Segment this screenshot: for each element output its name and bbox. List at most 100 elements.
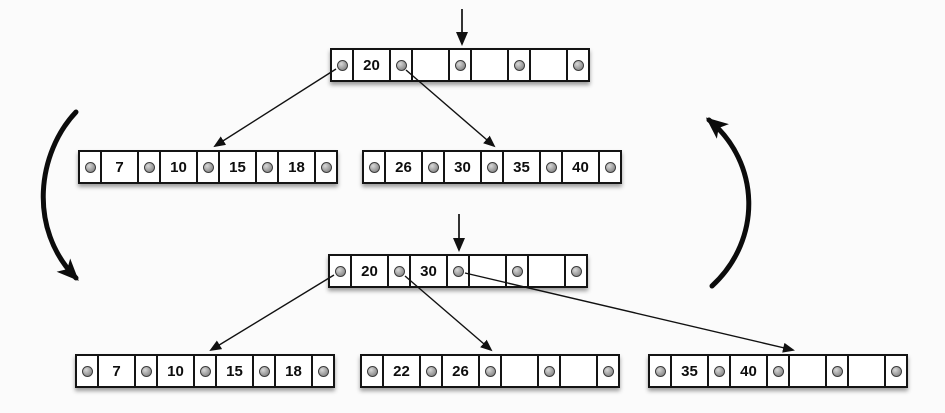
pointer-dot-icon xyxy=(543,365,555,377)
pointer-cell xyxy=(330,256,350,286)
pointer-cell xyxy=(566,50,588,80)
key-cell: 35 xyxy=(670,356,707,386)
key-cell: 30 xyxy=(443,152,480,182)
pointer-cell xyxy=(80,152,100,182)
pointer-cell xyxy=(137,152,159,182)
pointer-dot-icon xyxy=(602,365,614,377)
pointer-dot-icon xyxy=(570,265,582,277)
pointer-cell xyxy=(537,356,559,386)
pointer-dot-icon xyxy=(320,161,332,173)
pointer-dot-icon xyxy=(545,161,557,173)
pointer-cell xyxy=(387,256,409,286)
pointer-dot-icon xyxy=(604,161,616,173)
key-cell xyxy=(559,356,596,386)
pointer-dot-icon xyxy=(831,365,843,377)
pointer-cell xyxy=(598,152,620,182)
pointer-cell xyxy=(480,152,502,182)
key-cell: 35 xyxy=(502,152,539,182)
node-before-child-right: 26 30 35 40 xyxy=(362,150,622,184)
pointer-cell xyxy=(196,152,218,182)
pointer-cell xyxy=(564,256,586,286)
pointer-dot-icon xyxy=(513,59,525,71)
pointer-dot-icon xyxy=(143,161,155,173)
pointer-dot-icon xyxy=(368,161,380,173)
pointer-cell xyxy=(448,50,470,80)
pointer-cell xyxy=(596,356,618,386)
pointer-cell xyxy=(446,256,468,286)
pointer-cell xyxy=(364,152,384,182)
pointer-dot-icon xyxy=(334,265,346,277)
pointer-cell xyxy=(539,152,561,182)
key-cell xyxy=(411,50,448,80)
key-cell: 20 xyxy=(352,50,389,80)
pointer-dot-icon xyxy=(772,365,784,377)
pointer-dot-icon xyxy=(258,365,270,377)
key-cell: 30 xyxy=(409,256,446,286)
pointer-dot-icon xyxy=(890,365,902,377)
key-cell: 18 xyxy=(274,356,311,386)
key-cell xyxy=(529,50,566,80)
pointer-dot-icon xyxy=(654,365,666,377)
key-cell xyxy=(847,356,884,386)
pointer-cell xyxy=(77,356,97,386)
pointer-dot-icon xyxy=(486,161,498,173)
key-cell: 15 xyxy=(218,152,255,182)
pointer-cell xyxy=(421,152,443,182)
pointer-cell xyxy=(884,356,906,386)
pointer-dot-icon xyxy=(484,365,496,377)
key-cell: 7 xyxy=(100,152,137,182)
key-cell xyxy=(788,356,825,386)
node-after-child-right: 35 40 xyxy=(648,354,908,388)
key-cell: 18 xyxy=(277,152,314,182)
key-cell xyxy=(500,356,537,386)
key-cell: 20 xyxy=(350,256,387,286)
pointer-cell xyxy=(314,152,336,182)
pointer-dot-icon xyxy=(454,59,466,71)
key-cell: 40 xyxy=(561,152,598,182)
pointer-dot-icon xyxy=(317,365,329,377)
pointer-cell xyxy=(134,356,156,386)
pointer-cell xyxy=(650,356,670,386)
pointer-cell xyxy=(419,356,441,386)
node-before-root: 20 xyxy=(330,48,590,82)
pointer-dot-icon xyxy=(336,59,348,71)
pointer-cell xyxy=(362,356,382,386)
pointer-cell xyxy=(825,356,847,386)
pointer-cell xyxy=(707,356,729,386)
pointer-dot-icon xyxy=(425,365,437,377)
key-cell xyxy=(470,50,507,80)
key-cell: 10 xyxy=(159,152,196,182)
pointer-cell xyxy=(332,50,352,80)
pointer-cell xyxy=(505,256,527,286)
pointer-cell xyxy=(193,356,215,386)
pointer-dot-icon xyxy=(261,161,273,173)
key-cell xyxy=(527,256,564,286)
pointer-dot-icon xyxy=(84,161,96,173)
pointer-dot-icon xyxy=(81,365,93,377)
pointer-dot-icon xyxy=(202,161,214,173)
pointer-cell xyxy=(255,152,277,182)
key-cell: 10 xyxy=(156,356,193,386)
key-cell: 15 xyxy=(215,356,252,386)
key-cell: 26 xyxy=(384,152,421,182)
pointer-cell xyxy=(766,356,788,386)
key-cell xyxy=(468,256,505,286)
key-cell: 22 xyxy=(382,356,419,386)
pointer-dot-icon xyxy=(395,59,407,71)
pointer-dot-icon xyxy=(393,265,405,277)
pointer-dot-icon xyxy=(713,365,725,377)
key-cell: 40 xyxy=(729,356,766,386)
pointer-cell xyxy=(311,356,333,386)
pointer-dot-icon xyxy=(366,365,378,377)
pointer-cell xyxy=(389,50,411,80)
node-before-child-left: 7 10 15 18 xyxy=(78,150,338,184)
pointer-dot-icon xyxy=(511,265,523,277)
pointer-cell xyxy=(478,356,500,386)
pointer-dot-icon xyxy=(572,59,584,71)
pointer-dot-icon xyxy=(140,365,152,377)
